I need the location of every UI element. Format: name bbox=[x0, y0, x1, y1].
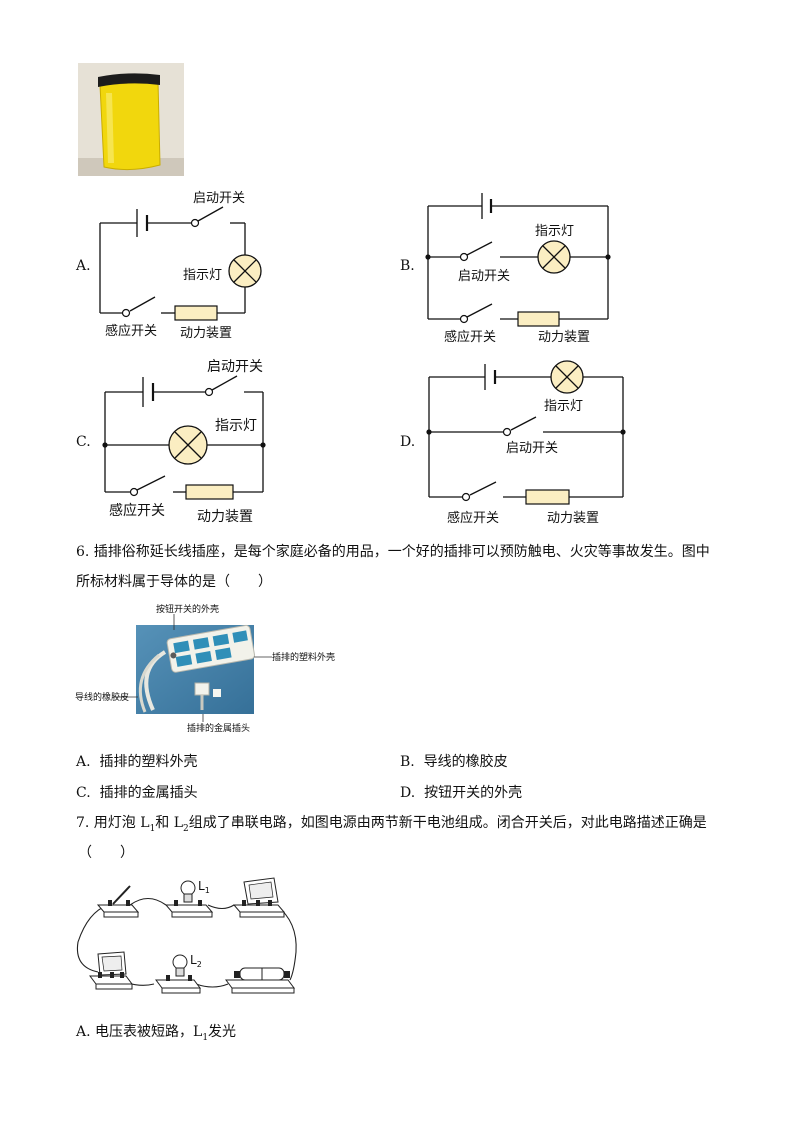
sensor-switch-label-c: 感应开关 bbox=[109, 502, 165, 519]
option-d-letter: D. bbox=[400, 434, 416, 450]
circuit-b: 指示灯 启动开关 感应开关 动力装置 bbox=[425, 193, 611, 345]
option-c-letter: C. bbox=[76, 434, 91, 450]
power-device-label-d: 动力装置 bbox=[547, 511, 599, 526]
q6-line2: 所标材料属于导体的是（ ） bbox=[76, 574, 272, 590]
q6-option-d-text: 按钮开关的外壳 bbox=[424, 785, 523, 801]
plastic-shell-label: 插排的塑料外壳 bbox=[272, 651, 335, 663]
q7-sub2: 2 bbox=[183, 823, 189, 834]
start-switch-label-d: 启动开关 bbox=[506, 441, 558, 456]
sensor-switch-label: 感应开关 bbox=[105, 323, 157, 339]
q6-line1: 6. 插排俗称延长线插座，是每个家庭必备的用品，一个好的插排可以预防触电、火灾等… bbox=[76, 544, 710, 560]
l2-label: L2 bbox=[190, 953, 202, 969]
q7-line1: 7. 用灯泡 L1和 L2组成了串联电路，如图电源由两节新干电池组成。闭合开关后… bbox=[76, 808, 707, 844]
circuit-d: 指示灯 启动开关 感应开关 动力装置 bbox=[426, 360, 626, 526]
q7-option-a-sub: 1 bbox=[202, 1032, 209, 1043]
q6-option-d-letter: D. bbox=[400, 785, 416, 801]
q6-option-a-letter: A. bbox=[76, 754, 91, 770]
start-switch-label-c: 启动开关 bbox=[207, 359, 263, 375]
option-b-letter: B. bbox=[400, 258, 415, 274]
q6-option-b[interactable]: B. 导线的橡胶皮 bbox=[400, 751, 508, 771]
q6-option-c-letter: C. bbox=[76, 785, 91, 801]
q6-option-c[interactable]: C. 插排的金属插头 bbox=[76, 782, 198, 802]
indicator-lamp-label: 指示灯 bbox=[183, 268, 222, 283]
indicator-lamp-label-d: 指示灯 bbox=[544, 399, 583, 414]
q7-option-a-text2: 发光 bbox=[208, 1024, 237, 1040]
q7-option-a[interactable]: A. 电压表被短路，L1发光 bbox=[76, 1021, 236, 1043]
q7-text-part2: 和 L bbox=[155, 815, 184, 831]
start-switch-label-b: 启动开关 bbox=[458, 269, 510, 284]
q7-text-part1: 7. 用灯泡 L bbox=[76, 815, 150, 831]
metal-plug-label: 插排的金属插头 bbox=[187, 722, 250, 734]
power-device-label-c: 动力装置 bbox=[197, 509, 253, 525]
q6-option-b-letter: B. bbox=[400, 754, 415, 770]
q6-option-c-text: 插排的金属插头 bbox=[99, 785, 198, 801]
yellow-bin-image bbox=[78, 63, 184, 176]
circuit-a: 启动开关 指示灯 感应开关 动力装置 bbox=[99, 191, 262, 341]
indicator-lamp-label-c: 指示灯 bbox=[215, 418, 257, 434]
series-circuit-figure: L1 L2 bbox=[76, 877, 297, 994]
q7-line2: （ ） bbox=[78, 845, 134, 861]
q7-option-a-text: A. 电压表被短路，L bbox=[76, 1024, 203, 1040]
power-strip-figure: 按钮开关的外壳 插排的塑料外壳 导线的橡胶皮 插排的金属插头 bbox=[75, 603, 335, 734]
circuit-c: 启动开关 指示灯 感应开关 动力装置 bbox=[102, 359, 266, 525]
power-device-label: 动力装置 bbox=[180, 326, 232, 341]
q6-option-a-text: 插排的塑料外壳 bbox=[99, 754, 198, 770]
indicator-lamp-label-b: 指示灯 bbox=[535, 224, 574, 239]
trash-bin-photo bbox=[78, 63, 184, 176]
power-device-label-b: 动力装置 bbox=[538, 330, 590, 345]
option-a-letter: A. bbox=[76, 258, 91, 274]
wire-rubber-label: 导线的橡胶皮 bbox=[75, 691, 129, 703]
sensor-switch-label-d: 感应开关 bbox=[447, 510, 499, 526]
q6-option-d[interactable]: D. 按钮开关的外壳 bbox=[400, 782, 522, 802]
button-shell-label: 按钮开关的外壳 bbox=[156, 603, 219, 615]
start-switch-label: 启动开关 bbox=[193, 191, 245, 206]
l1-label: L1 bbox=[198, 879, 210, 895]
q7-text-part3: 组成了串联电路，如图电源由两节新干电池组成。闭合开关后，对此电路描述正确是 bbox=[188, 815, 707, 831]
q7-sub1: 1 bbox=[149, 823, 156, 834]
q6-option-a[interactable]: A. 插排的塑料外壳 bbox=[76, 751, 197, 771]
q6-option-b-text: 导线的橡胶皮 bbox=[423, 754, 508, 770]
sensor-switch-label-b: 感应开关 bbox=[444, 329, 496, 345]
